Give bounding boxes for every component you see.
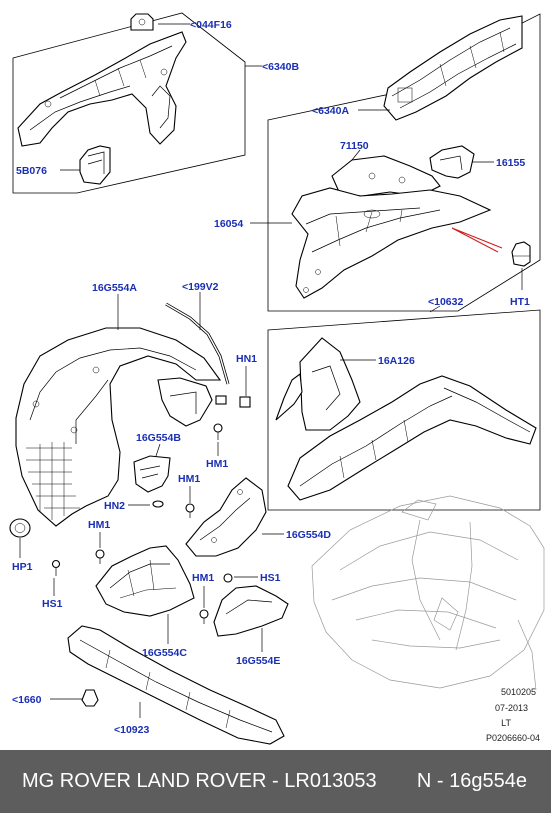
part-10632-rail [287, 375, 537, 501]
parts-diagram: <044F16 <6340B 5B076 <6340A 71150 16155 … [9, 12, 545, 745]
part-HP1-plug [9, 518, 31, 538]
group-box-6340B [12, 12, 246, 194]
part-044F16-clip [130, 13, 154, 31]
callout-HM1-b: HM1 [178, 473, 200, 485]
callout-5B076: 5B076 [16, 165, 47, 177]
reference-date: 07-2013 [495, 703, 528, 713]
part-HS1-screw-a [51, 559, 61, 576]
callout-HT1: HT1 [510, 296, 530, 308]
footer-part-code: N - 16g554e [416, 770, 527, 792]
callout-HN1: HN1 [236, 353, 257, 365]
part-HN1-nut [215, 395, 251, 408]
callout-16G554B: 16G554B [136, 432, 181, 444]
part-16G554E-shield [213, 585, 289, 637]
footer-bar: MG ROVER LAND ROVER - LR013053 N - 16g55… [0, 750, 551, 813]
callout-16G554A: 16G554A [92, 282, 137, 294]
part-16155-bracket [429, 145, 475, 179]
callout-10923: <10923 [114, 724, 149, 736]
callout-HM1-c: HM1 [88, 519, 110, 531]
part-HS1-screw-b [223, 573, 233, 583]
reference-code: 5010205 [501, 687, 536, 697]
callout-16155: 16155 [496, 157, 525, 169]
callout-199V2: <199V2 [182, 281, 219, 293]
part-1660-clip [81, 689, 99, 707]
vehicle-locator-illustration [311, 495, 545, 691]
callout-044F16: <044F16 [190, 19, 232, 31]
callout-16A126: 16A126 [378, 355, 415, 367]
callout-HS1-a: HS1 [42, 598, 63, 610]
callout-10632: <10632 [428, 296, 463, 308]
part-16G554C-splash-shield [95, 545, 195, 617]
part-16G554A-wheelarch-liner [15, 327, 222, 527]
part-16G554D-bracket [185, 477, 267, 557]
part-HM1-screw-b [185, 503, 195, 518]
reference-language: LT [501, 718, 511, 728]
part-6340A-rail [383, 15, 523, 121]
callout-16054: 16054 [214, 218, 243, 230]
callout-16G554D: 16G554D [286, 529, 331, 541]
part-HM1-screw-d [199, 609, 209, 624]
part-71150-bracket [331, 155, 441, 197]
part-16054-wheelarch-housing [291, 187, 492, 299]
callout-HS1-b: HS1 [260, 572, 281, 584]
part-10923-crossmember [67, 625, 285, 745]
part-HN2-nut [152, 500, 164, 508]
part-HM1-screw-a [213, 423, 223, 440]
callout-HM1-d: HM1 [192, 572, 214, 584]
callout-1660: <1660 [12, 694, 42, 706]
part-199V2-strip [165, 302, 230, 385]
footer-part-number: MG ROVER LAND ROVER - LR013053 [22, 770, 377, 792]
part-HM1-screw-c [95, 549, 105, 564]
part-16A126-panel [275, 337, 361, 431]
group-box-10632 [267, 309, 541, 511]
callout-HN2: HN2 [104, 500, 125, 512]
callout-6340A: <6340A [312, 105, 349, 117]
part-16G554B-shield [133, 455, 171, 493]
part-5B076-bracket [79, 145, 111, 185]
callout-16G554E: 16G554E [236, 655, 280, 667]
callout-16G554C: 16G554C [142, 647, 187, 659]
callout-6340B: <6340B [262, 61, 299, 73]
callout-HP1: HP1 [12, 561, 33, 573]
part-6340B-apron [17, 31, 187, 147]
part-HT1-grommet [511, 241, 531, 267]
callout-HM1-a: HM1 [206, 458, 228, 470]
callout-71150: 71150 [340, 140, 369, 152]
reference-illustration-id: P0206660-04 [486, 733, 540, 743]
